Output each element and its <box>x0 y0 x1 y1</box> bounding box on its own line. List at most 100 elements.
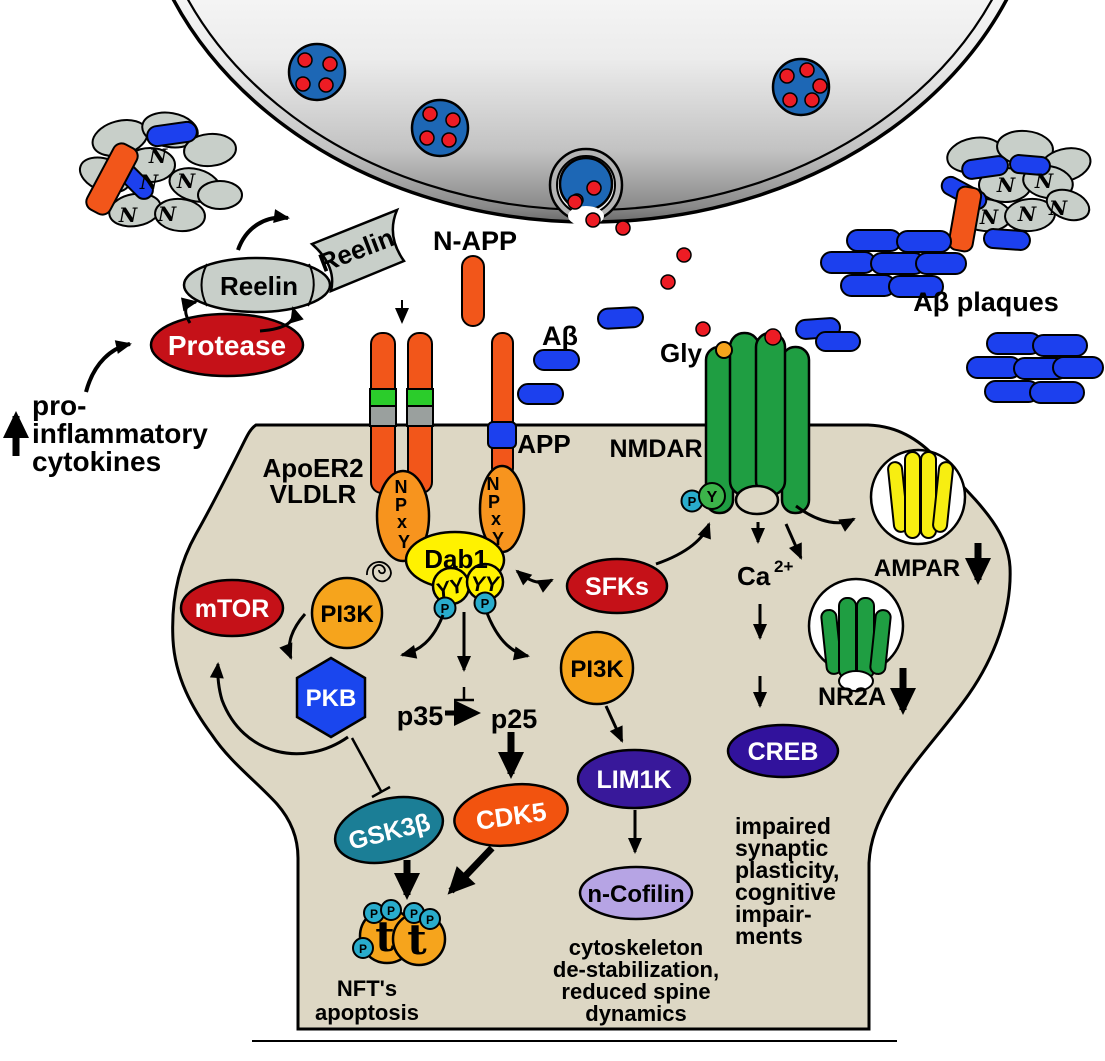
arrow-nmdar-to-nr2a <box>784 523 803 560</box>
mtor-label: mTOR <box>195 595 270 623</box>
abeta-oligomer-pill <box>982 228 1031 251</box>
cytokines-line1: pro- <box>32 390 86 421</box>
cytokines-line3: cytokines <box>32 446 161 477</box>
npxy-letter: x <box>397 512 407 532</box>
reelin-aggregate-right-n-labels: N N N N N <box>979 169 1068 229</box>
cytokines-line2: inflammatory <box>32 418 208 449</box>
inhibition-pkb-gsk3b <box>350 737 391 799</box>
neurotransmitter-dot <box>779 68 795 84</box>
creb-label: CREB <box>748 738 819 766</box>
p25-label: p25 <box>491 704 538 734</box>
reelin-n-label: N <box>157 202 177 226</box>
nft-line1: NFT's <box>337 976 397 1001</box>
reelin-label: Reelin <box>220 271 298 301</box>
npxy-letter: Y <box>398 532 410 552</box>
arrow-nmdar-to-ampar <box>795 504 856 532</box>
synaptic-vesicle <box>287 42 347 102</box>
protease-label: Protease <box>168 330 286 361</box>
phospho-label: P <box>688 494 697 509</box>
nft-line2: apoptosis <box>315 1000 419 1025</box>
arrow-cdk5-to-tau <box>447 845 495 895</box>
ampar-label: AMPAR <box>874 555 960 582</box>
neurotransmitter-dot <box>445 112 461 128</box>
yy-label: YY <box>471 573 501 596</box>
abeta-plaque-right <box>966 332 1104 404</box>
phospho-circle <box>473 591 497 615</box>
gly-bound-dot <box>715 341 733 359</box>
cytokines-annotation: pro- inflammatory cytokines <box>2 340 208 477</box>
sfks-label: SFKs <box>585 573 649 601</box>
receptor-green-band <box>369 388 397 407</box>
creb-node: CREB <box>726 723 840 779</box>
nr2a-receptor <box>807 577 905 692</box>
phospho-label: P <box>370 907 378 921</box>
n-app-rod <box>461 255 485 327</box>
n-app-fragment-rod <box>947 185 983 253</box>
arrow-cytokines-to-protease <box>84 340 132 393</box>
pi3k-label: PI3K <box>320 601 374 628</box>
npxy-domain <box>375 469 431 563</box>
tyrosine-label: Y <box>707 489 718 506</box>
phospho-circle <box>419 908 441 930</box>
phospho-label: P <box>387 904 395 918</box>
mtor-node: mTOR <box>179 578 285 638</box>
spiral-icon <box>366 561 392 583</box>
arrow-protease-to-reelin-right <box>259 306 304 333</box>
dab1-label: Dab1 <box>424 544 488 574</box>
neurotransmitter-dot <box>799 62 815 78</box>
ampar-receptor <box>869 448 967 546</box>
phospho-label: P <box>426 913 434 927</box>
n-cofilin-node: n-Cofilin <box>578 865 694 921</box>
abeta-oligomer-pill <box>815 331 861 352</box>
tau-t-label: t <box>375 912 395 961</box>
abeta-oligomer-pill <box>597 306 644 330</box>
nr2a-label: NR2A <box>818 683 886 711</box>
abeta-oligomers-free <box>517 306 861 405</box>
arrow-reelin-cleaved <box>236 209 290 251</box>
abeta-plaques-label: Aβ plaques <box>913 287 1059 317</box>
ca-superscript: 2+ <box>774 557 793 576</box>
arrow-pi3k2-to-lim1k <box>604 705 624 743</box>
cytoskeleton-text: cytoskeleton de-stabilization, reduced s… <box>553 935 719 1026</box>
nmdar-label: NMDAR <box>609 435 702 463</box>
npxy-letter: N <box>487 474 500 494</box>
released-gly-trail <box>567 194 711 337</box>
protease-node: Protease <box>149 312 305 378</box>
pkb-node: PKB <box>295 656 367 739</box>
arrow-protease-to-reelin-left <box>180 297 198 324</box>
gsk3b-node: GSK3β <box>333 795 445 865</box>
arrow-sfks-to-nmdar <box>655 522 711 566</box>
synaptic-vesicle <box>771 57 831 117</box>
cytoskeleton-line: dynamics <box>585 1001 687 1026</box>
reelin-dimer: Reelin <box>182 256 332 314</box>
nr2a-pore <box>838 670 874 692</box>
app-label: APP <box>517 429 570 459</box>
receptor-green-band <box>406 388 434 407</box>
app-receptor: N P x Y <box>478 332 526 554</box>
neurotransmitter-dot <box>295 76 311 92</box>
abeta-oligomer-pill <box>533 349 580 371</box>
reelin-aggregate-left-n-labels: N N N N N <box>118 144 196 227</box>
pkb-label: PKB <box>306 685 357 712</box>
phospho-circle <box>433 596 457 620</box>
phospho-circle <box>380 899 402 921</box>
abeta-label: Aβ <box>542 321 578 351</box>
app-abeta-band <box>487 421 517 449</box>
npxy-letter: x <box>491 509 501 529</box>
reelin-n-label: N <box>176 169 196 193</box>
abeta-oligomer-pill <box>146 120 198 148</box>
cdk5-node: CDK5 <box>453 783 569 847</box>
impairment-line: cognitive <box>735 879 836 905</box>
tyrosine-circle <box>698 482 726 510</box>
pi3k-node-1: PI3K <box>310 576 384 650</box>
nmdar-receptor: P Y <box>680 328 811 516</box>
postsynaptic-cell <box>171 423 1012 1031</box>
ca-base: Ca <box>737 561 771 591</box>
cytoskeleton-line: cytoskeleton <box>569 935 704 960</box>
dab1-node: Dab1 YY YY P P <box>404 530 506 620</box>
abeta-plaque-left <box>820 229 967 298</box>
receptor-gray-band <box>406 405 434 427</box>
p35-label: p35 <box>397 701 444 731</box>
